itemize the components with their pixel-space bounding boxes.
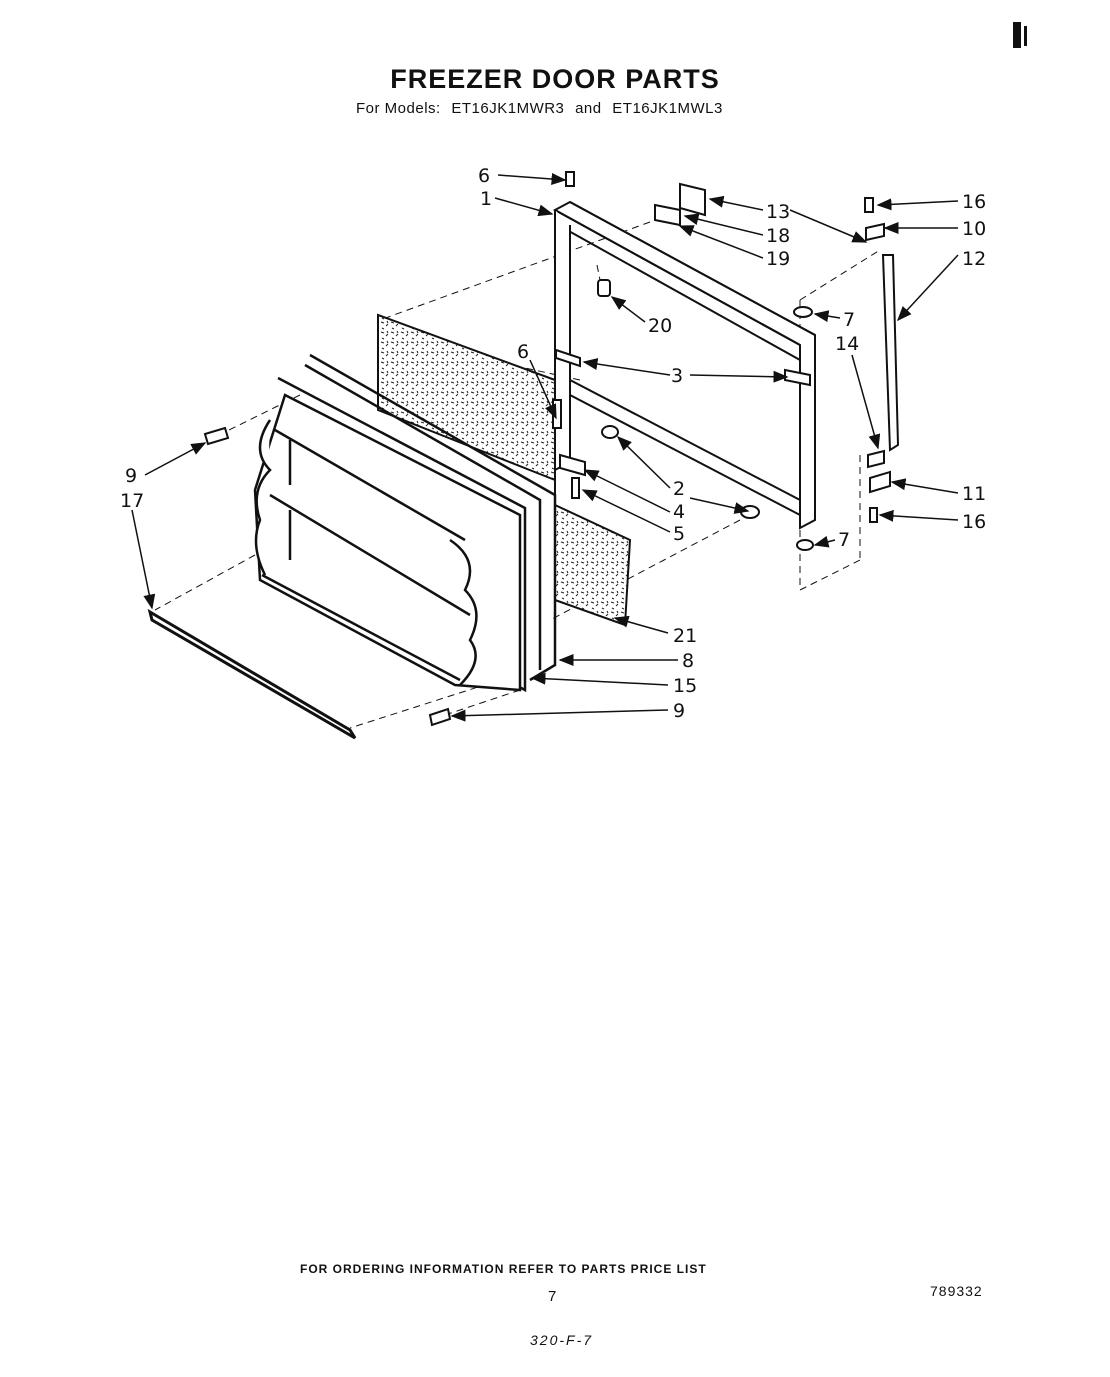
callout-16-lower: 16 [962, 511, 986, 533]
callout-1: 1 [480, 188, 492, 210]
model-subtitle: For Models: ET16JK1MWR3 and ET16JK1MWL3 [356, 100, 729, 117]
shelf-bar [147, 608, 357, 740]
callout-9-lower: 9 [673, 700, 685, 722]
callout-4: 4 [673, 501, 685, 523]
callout-20: 20 [648, 315, 672, 337]
callout-21: 21 [673, 625, 697, 647]
door-handle [881, 254, 900, 452]
callout-12: 12 [962, 248, 986, 270]
callout-7-lower: 7 [838, 529, 850, 551]
callout-6: 6 [478, 165, 490, 187]
callout-3: 3 [671, 365, 683, 387]
models-joiner: and [575, 100, 602, 117]
callout-19: 19 [766, 248, 790, 270]
ordering-note: FOR ORDERING INFORMATION REFER TO PARTS … [300, 1262, 707, 1276]
model-number-1: ET16JK1MWR3 [451, 100, 565, 117]
callout-11: 11 [962, 483, 986, 505]
callout-9: 9 [125, 465, 137, 487]
callout-leaders [131, 173, 959, 722]
page-title: FREEZER DOOR PARTS [390, 64, 720, 94]
hardware-parts [203, 171, 891, 727]
handwritten-code: 320-F-7 [530, 1332, 594, 1348]
model-number-2: ET16JK1MWL3 [612, 100, 723, 117]
callout-14: 14 [835, 333, 859, 355]
door-liner [253, 393, 522, 692]
callout-labels: 6 1 13 18 19 16 10 12 20 7 14 6 3 9 17 2… [120, 165, 986, 722]
registration-mark [1013, 22, 1027, 48]
page-number: 7 [548, 1288, 557, 1305]
document-number: 789332 [930, 1283, 983, 1299]
callout-13: 13 [766, 201, 790, 223]
callout-10: 10 [962, 218, 986, 240]
callout-6-lower: 6 [517, 341, 529, 363]
callout-17: 17 [120, 490, 144, 512]
callout-5: 5 [673, 523, 685, 545]
callout-8: 8 [682, 650, 694, 672]
models-prefix: For Models: [356, 100, 441, 117]
callout-7: 7 [843, 309, 855, 331]
callout-16: 16 [962, 191, 986, 213]
callout-18: 18 [766, 225, 790, 247]
callout-15: 15 [673, 675, 697, 697]
callout-2: 2 [673, 478, 685, 500]
